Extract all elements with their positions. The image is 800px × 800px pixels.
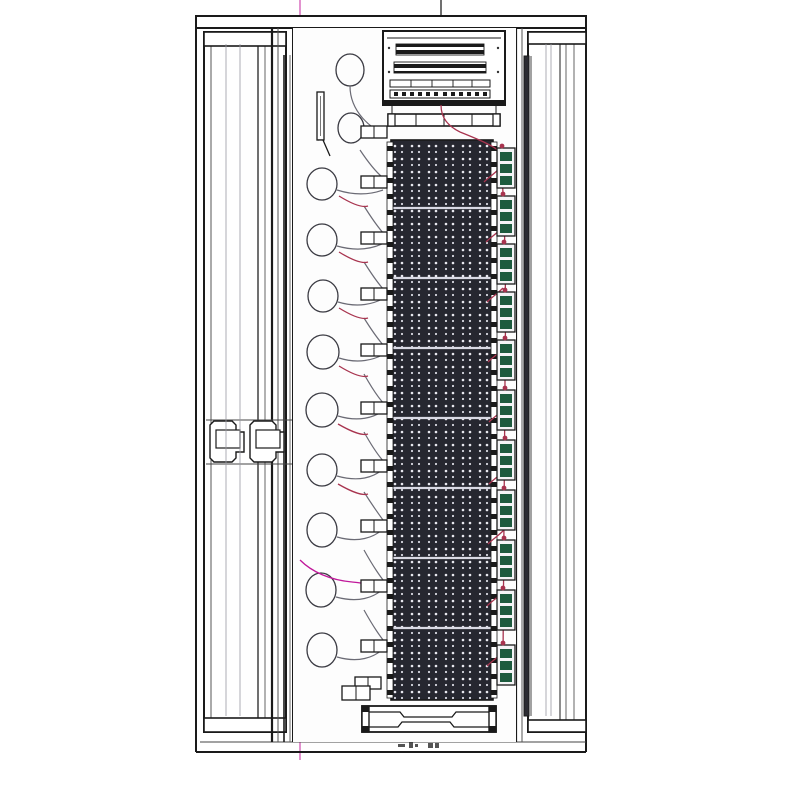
top-panel-base-bar bbox=[383, 100, 505, 105]
upper-guide-shelf bbox=[387, 105, 501, 127]
terminal-pins bbox=[394, 92, 487, 96]
bottom-hatch-marks bbox=[398, 742, 439, 748]
route-2 bbox=[336, 189, 384, 195]
tray-lug-r bbox=[489, 706, 496, 712]
magenta-route-1 bbox=[299, 559, 353, 583]
left-door-bottom-cap bbox=[203, 717, 287, 733]
red-branch-3 bbox=[486, 287, 504, 303]
right-block-junction-dots bbox=[499, 143, 508, 646]
terminal-row-2[interactable] bbox=[393, 61, 487, 74]
terminal-block-row2[interactable] bbox=[393, 61, 487, 74]
right-adapter-connector-blocks[interactable] bbox=[496, 143, 516, 686]
interior-reference-lines bbox=[225, 44, 552, 716]
panel-screw-tr bbox=[496, 46, 500, 50]
right-block-cells bbox=[500, 152, 512, 682]
fiber-loop-7 bbox=[305, 392, 339, 428]
terminal-bar-row3[interactable] bbox=[389, 79, 491, 88]
module-stack-body[interactable] bbox=[390, 139, 494, 701]
panel-screw-bl bbox=[387, 70, 391, 74]
terminal-row-3[interactable] bbox=[389, 79, 491, 88]
frame-profile-section-detail bbox=[206, 419, 292, 465]
fiber-splice-module-stack[interactable] bbox=[386, 139, 498, 701]
fiber-loop-11 bbox=[306, 632, 338, 668]
module-separators bbox=[393, 206, 491, 630]
panel-screw-br bbox=[496, 70, 500, 74]
terminal-row-4[interactable] bbox=[389, 89, 491, 99]
shelf-left-end bbox=[387, 113, 396, 127]
terminal-row-1[interactable] bbox=[395, 43, 485, 56]
red-left-5 bbox=[337, 423, 369, 436]
fiber-loop-8 bbox=[306, 453, 338, 487]
fiber-loop-6 bbox=[306, 334, 340, 370]
top-terminal-panel[interactable] bbox=[382, 30, 506, 106]
upright-right-strip bbox=[523, 55, 530, 717]
right-door-top-cap bbox=[527, 31, 587, 45]
panel-screw-tl bbox=[387, 46, 391, 50]
profile-left-bore bbox=[215, 429, 241, 449]
right-door-bottom-cap bbox=[527, 719, 587, 733]
red-left-6 bbox=[337, 483, 369, 496]
red-left-3 bbox=[338, 307, 369, 320]
fiber-loop-4 bbox=[306, 223, 338, 257]
left-door-top-cap bbox=[203, 31, 287, 47]
left-door-panel[interactable] bbox=[203, 31, 287, 733]
module-left-tabs bbox=[386, 141, 394, 699]
fiber-loop-10 bbox=[305, 572, 337, 608]
left-patch-entry-blocks[interactable] bbox=[354, 125, 388, 690]
bottom-cable-tray[interactable] bbox=[341, 685, 497, 733]
shelf-right-end bbox=[492, 113, 501, 127]
terminal-block-row1[interactable] bbox=[395, 43, 485, 56]
terminal-pin-strip[interactable] bbox=[389, 89, 491, 99]
left-block-dividers bbox=[367, 126, 375, 689]
tray-fold-lower bbox=[368, 721, 490, 728]
right-door-outline[interactable] bbox=[527, 31, 587, 733]
fiber-loop-5 bbox=[307, 279, 339, 313]
fiber-loop-3 bbox=[306, 167, 338, 201]
red-main-drop bbox=[440, 104, 461, 133]
red-branch-7 bbox=[487, 529, 505, 545]
cable-marker-tag bbox=[316, 91, 331, 157]
red-left-4 bbox=[338, 365, 369, 378]
fiber-loop-9 bbox=[306, 512, 338, 548]
left-door-outline[interactable] bbox=[203, 31, 287, 733]
tray-lug-l bbox=[362, 706, 369, 712]
tray-outline[interactable] bbox=[361, 705, 497, 733]
top-rail bbox=[195, 15, 587, 29]
tray-fold-upper bbox=[368, 711, 490, 718]
fiber-slack-loops bbox=[305, 53, 365, 668]
red-left-1 bbox=[338, 195, 369, 208]
red-left-2 bbox=[338, 251, 369, 264]
profile-right-bore bbox=[255, 429, 281, 449]
tray-lug-br bbox=[489, 726, 496, 732]
marker-tip bbox=[318, 139, 331, 157]
right-door-panel[interactable] bbox=[527, 31, 587, 733]
tray-lug-bl bbox=[362, 726, 369, 732]
